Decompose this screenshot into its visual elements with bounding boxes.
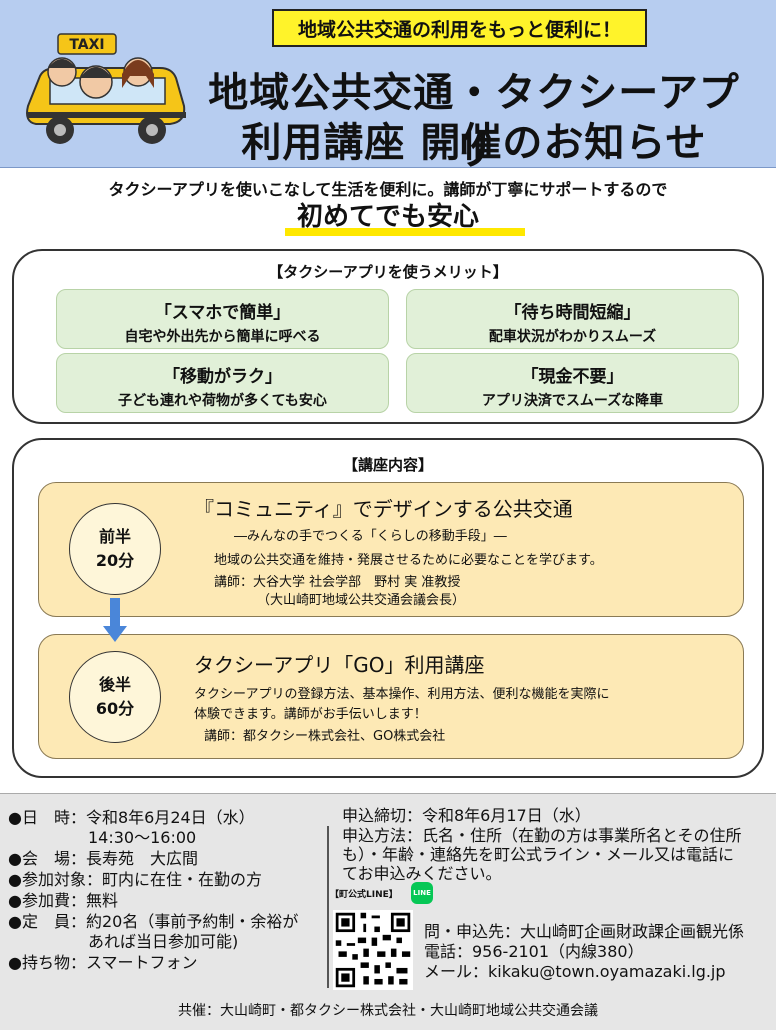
course-second-part: 後半 (98, 675, 131, 694)
course-first-subtitle: ―みんなの手でつくる「くらしの移動手段」― (234, 529, 507, 544)
detail-items: ●持ち物：スマートフォン (8, 953, 198, 972)
merit-card: 「移動がラク」 子ども連れや荷物が多くても安心 (56, 353, 389, 413)
taxi-wheel-hub (54, 124, 66, 136)
merits-title: 【タクシーアプリを使うメリット】 (268, 263, 508, 281)
footer-cosponsors: 共催：大山崎町・都タクシー株式会社・大山崎町地域公共交通会議 (178, 1003, 598, 1019)
apply-phone: 電話：956-2101（内線380） (424, 942, 644, 961)
merit-desc: 子ども連れや荷物が多くても安心 (118, 393, 327, 409)
taxi-sign-text: TAXI (69, 37, 104, 53)
catch-underline (285, 228, 525, 236)
merit-card: 「スマホで簡単」 自宅や外出先から簡単に呼べる (56, 289, 389, 349)
detail-capacity-note: あれば当日参加可能) (88, 932, 239, 951)
course-second-desc-line1: タクシーアプリの登録方法、基本操作、利用方法、便利な機能を実際に (194, 687, 610, 702)
course-second-badge: 後半 60分 (69, 651, 161, 743)
course-first-card: 前半 20分 『コミュニティ』でデザインする公共交通 ―みんなの手でつくる「くら… (38, 482, 744, 617)
merit-card: 「待ち時間短縮」 配車状況がわかりスムーズ (406, 289, 739, 349)
arrow-down-icon (110, 598, 120, 628)
merit-heading: 「スマホで簡単」 (154, 303, 291, 323)
apply-contact: 問・申込先：大山崎町企画財政課企画観光係 (424, 922, 745, 941)
person-hair-icon (48, 59, 76, 68)
course-second-title: タクシーアプリ「GO」利用講座 (194, 653, 485, 677)
taxi-wheel-hub (146, 124, 158, 136)
course-second-duration: 60分 (95, 699, 135, 718)
detail-target: ●参加対象：町内に在住・在勤の方 (8, 870, 262, 889)
course-first-duration: 20分 (95, 551, 135, 570)
detail-venue: ●会 場：長寿苑 大広間 (8, 849, 198, 868)
line-app-icon[interactable]: LINE (411, 882, 433, 904)
detail-time: 14:30～16:00 (88, 828, 197, 847)
merits-panel: 【タクシーアプリを使うメリット】 「スマホで簡単」 自宅や外出先から簡単に呼べる… (12, 249, 764, 424)
course-panel: 【講座内容】 前半 20分 『コミュニティ』でデザインする公共交通 ―みんなの手… (12, 438, 764, 778)
qr-modules (335, 912, 411, 988)
apply-method-line2: も）・年齢・連絡先を町公式ライン・メール又は電話に (342, 845, 735, 864)
woman-hair-icon (122, 60, 154, 88)
course-second-desc-line2: 体験できます。講師がお手伝いします！ (194, 707, 427, 722)
course-first-part: 前半 (98, 527, 131, 546)
taxi-roof-sign (57, 33, 117, 55)
merit-heading: 「移動がラク」 (163, 367, 282, 387)
course-first-desc: 地域の公共交通を維持・発展させるために必要なことを学びます。 (214, 553, 603, 568)
intro-catchphrase: 初めてでも安心 (296, 202, 479, 232)
details-divider (327, 826, 329, 988)
taxi-bumper (28, 112, 186, 118)
detail-fee: ●参加費：無料 (8, 891, 118, 910)
apply-method-line3: てお申込みください。 (342, 864, 502, 883)
course-second-card: 後半 60分 タクシーアプリ「GO」利用講座 タクシーアプリの登録方法、基本操作… (38, 634, 744, 759)
taxi-illustration: TAXI (26, 33, 186, 144)
merit-heading: 「待ち時間短縮」 (504, 303, 641, 323)
merit-heading: 「現金不要」 (521, 367, 624, 387)
page-title-line2: 利用講座 開催のお知らせ (241, 120, 707, 166)
arrow-head-icon (103, 626, 127, 642)
merit-desc: アプリ決済でスムーズな降車 (481, 393, 664, 409)
apply-deadline: 申込締切：令和8年6月17日（水） (342, 806, 591, 825)
intro-lead: タクシーアプリを使いこなして生活を便利に。講師が丁寧にサポートするので (108, 180, 668, 199)
course-first-lecturer: 講師：大谷大学 社会学部 野村 実 准教授 (214, 575, 461, 590)
merit-card: 「現金不要」 アプリ決済でスムーズな降車 (406, 353, 739, 413)
qr-code-icon[interactable] (333, 910, 413, 990)
course-first-title: 『コミュニティ』でデザインする公共交通 (194, 497, 573, 521)
child-hair-icon (80, 67, 112, 78)
course-second-lecturer: 講師：都タクシー株式会社、GO株式会社 (204, 729, 446, 744)
apply-method-line1: 申込方法：氏名・住所（在勤の方は事業所名とその住所 (342, 826, 742, 845)
detail-capacity: ●定 員：約20名（事前予約制・余裕が (8, 912, 299, 931)
page-title-line1: 地域公共交通・タクシーアプリ (208, 70, 740, 174)
header: 地域公共交通の利用をもっと便利に！ TAXI 地域公共交通・タクシーアプリ 利用… (0, 0, 776, 174)
merit-desc: 自宅や外出先から簡単に呼べる (124, 329, 321, 345)
course-title: 【講座内容】 (342, 456, 433, 474)
header-banner: 地域公共交通の利用をもっと便利に！ (272, 9, 647, 47)
line-label: 【町公式LINE】 (330, 890, 398, 900)
detail-date: ●日 時：令和8年6月24日（水） (8, 808, 255, 827)
merit-desc: 配車状況がわかりスムーズ (488, 329, 657, 345)
course-first-lecturer-note: （大山崎町地域公共交通会議会長） (257, 593, 466, 608)
course-first-badge: 前半 20分 (69, 503, 161, 595)
apply-email[interactable]: メール：kikaku@town.oyamazaki.lg.jp (424, 962, 726, 981)
